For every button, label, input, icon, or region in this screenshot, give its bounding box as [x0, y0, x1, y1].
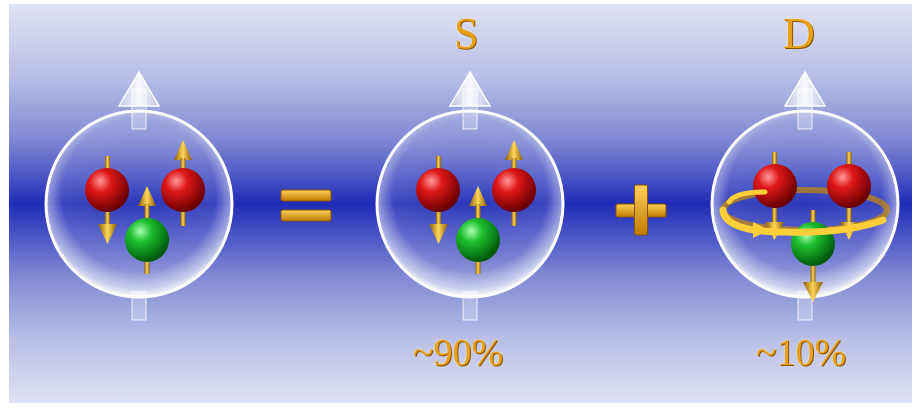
d-state-label: D	[783, 9, 815, 58]
diagram-canvas: S D ~90% ~10%	[9, 4, 912, 403]
red-quark-up	[492, 140, 536, 226]
red-quark-up	[161, 140, 205, 226]
spin-up-arrow-icon	[138, 186, 156, 206]
spin-down-arrow-icon	[429, 224, 448, 244]
red-quark-down	[416, 156, 460, 244]
s-state-label: S	[454, 9, 479, 58]
proton-d-state	[710, 70, 900, 321]
proton-sphere-icon	[710, 109, 900, 299]
s-state-percent: ~90%	[413, 332, 504, 374]
d-state-percent: ~10%	[756, 332, 847, 374]
proton-spin-arrow-icon	[448, 70, 492, 107]
spin-down-arrow-icon	[803, 282, 823, 302]
plus-sign	[615, 184, 667, 236]
equals-sign	[280, 189, 332, 222]
orbital-ring-front	[719, 206, 887, 236]
spin-up-arrow-icon	[174, 140, 192, 160]
orbital-ring-upper	[726, 189, 768, 205]
spin-up-arrow-icon	[469, 186, 487, 206]
spin-down-arrow-icon	[98, 224, 117, 244]
proton-s-state	[375, 70, 565, 321]
proton-left	[44, 70, 234, 321]
proton-spin-arrow-icon	[117, 70, 161, 107]
proton-spin-arrow-icon	[783, 70, 827, 107]
green-quark-up	[125, 186, 169, 274]
diagram-svg	[44, 70, 900, 321]
green-quark-up	[456, 186, 500, 274]
red-quark-down	[85, 156, 129, 244]
spin-up-arrow-icon	[505, 140, 523, 160]
orbital-arrow-icon	[753, 222, 769, 238]
